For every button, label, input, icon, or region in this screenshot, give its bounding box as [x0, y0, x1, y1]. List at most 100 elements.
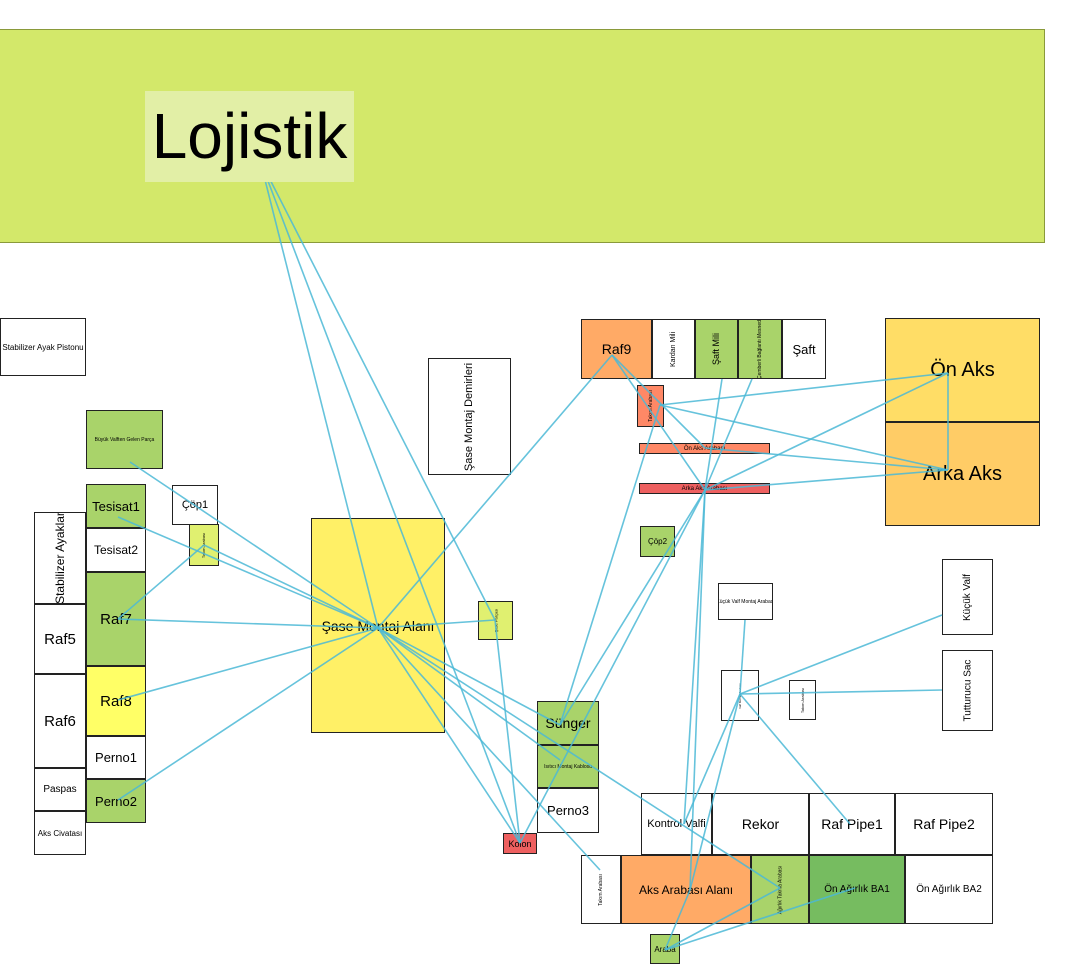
box-perno3[interactable]: Perno3	[537, 788, 599, 833]
box-tutturucu-sac[interactable]: Tutturucu Sac	[942, 650, 993, 731]
box-label: Büyük Valften Gelen Parça	[94, 436, 155, 443]
box-perno2[interactable]: Perno2	[86, 779, 146, 823]
box-label: Aks Civatası	[37, 828, 83, 838]
box-saft-mili[interactable]: Şaft Mili	[695, 319, 738, 379]
box-perno1[interactable]: Perno1	[86, 736, 146, 779]
box-stabilizer-ayaklar[interactable]: Stabilizer Ayaklar	[34, 512, 86, 604]
box-label: Raf6	[44, 712, 76, 730]
box-label: Kontrol Valfi	[647, 818, 706, 830]
link-lojistik-to-kolon	[259, 159, 521, 844]
box-sase-montaj-alani[interactable]: Şase Montaj Alanı	[311, 518, 445, 733]
box-paspas[interactable]: Paspas	[34, 768, 86, 811]
box-label: Şase Parçası	[492, 608, 498, 633]
link-sase-parcasi-to-kolon	[494, 619, 521, 844]
box-raf6[interactable]: Raf6	[34, 674, 86, 768]
box-takim-arabasi-right[interactable]: Takım Arabası	[789, 680, 816, 720]
box-label: Raf9	[601, 341, 632, 357]
box-label: Şase Montaj Demirleri	[463, 362, 476, 471]
box-kucuk-valf[interactable]: Küçük Valf	[942, 559, 993, 635]
link-cemberli-baglanti-to-arka-aks-arabasi	[704, 378, 753, 491]
box-label: Stabilizer Ayaklar	[53, 512, 68, 604]
box-stabilizer-ayak-pistonu[interactable]: Stabilizer Ayak Pistonu	[0, 318, 86, 376]
box-on-aks-arabasi[interactable]: Ön Aks Arabası	[639, 443, 770, 454]
box-label: Arka Aks Arabası	[681, 485, 728, 492]
box-label: Sünger	[545, 715, 591, 731]
box-label: Tutturucu Sac	[962, 659, 974, 722]
box-rekor[interactable]: Rekor	[712, 793, 809, 855]
box-label: Küçük Valf Montaj Arabası	[718, 598, 773, 605]
box-label: Ön Ağırlık BA2	[916, 884, 982, 895]
box-kardan-mili[interactable]: Kardan Mili	[652, 319, 695, 379]
box-raf-pipe2[interactable]: Raf Pipe2	[895, 793, 993, 855]
box-label: Ağırlık Takma Arabası	[776, 865, 783, 914]
box-arka-aks-arabasi[interactable]: Arka Aks Arabası	[639, 483, 770, 494]
link-center-cart-to-kucuk-valf	[739, 614, 943, 695]
box-kolon[interactable]: Kolon	[503, 833, 537, 854]
box-on-agirlik-ba1[interactable]: Ön Ağırlık BA1	[809, 855, 905, 924]
box-label: Şase Montaj Alanı	[321, 617, 435, 634]
box-kontrol-valfi[interactable]: Kontrol Valfi	[641, 793, 712, 855]
box-takim-arabasi-top[interactable]: Takım Arabası	[637, 385, 664, 427]
box-sunger[interactable]: Sünger	[537, 701, 599, 745]
box-label: Isıtıcı Montaj Kablosu	[544, 763, 592, 770]
box-label: Tesisat1	[92, 498, 140, 514]
box-label: Ön Ağırlık BA1	[824, 884, 890, 895]
box-cop1[interactable]: Çöp1	[172, 485, 218, 525]
box-label: Çemberli Bağlantı Mesnedi	[757, 319, 763, 379]
box-aks-arabasi-alani[interactable]: Aks Arabası Alanı	[621, 855, 751, 924]
box-takim-arabasi-bottom[interactable]: Takım Arabası	[581, 855, 621, 924]
box-buyuk-valften-gelen-parca[interactable]: Büyük Valften Gelen Parça	[86, 410, 163, 469]
box-label: Takım Arabası	[201, 532, 207, 558]
box-label: Valf Montaj Arabası	[737, 682, 742, 709]
box-label: Stabilizer Ayak Pistonu	[2, 342, 84, 352]
box-label: Ön Aks Arabası	[683, 445, 726, 452]
box-label: Kolon	[508, 838, 532, 849]
link-center-cart-to-tutturucu-sac	[739, 689, 943, 695]
box-cemberli-baglanti[interactable]: Çemberli Bağlantı Mesnedi	[738, 319, 782, 379]
box-sase-parcasi[interactable]: Şase Parçası	[478, 601, 513, 640]
box-saft[interactable]: Şaft	[782, 319, 826, 379]
box-raf8[interactable]: Raf8	[86, 666, 146, 736]
box-on-aks[interactable]: Ön Aks	[885, 318, 1040, 422]
box-raf-pipe1[interactable]: Raf Pipe1	[809, 793, 895, 855]
box-label: Raf8	[100, 692, 132, 710]
box-label: Raf Pipe1	[821, 816, 883, 832]
box-label: Raf Pipe2	[913, 816, 975, 832]
box-label: Kardan Mili	[669, 331, 677, 367]
link-arka-aks-arabasi-to-kontrol-valfi	[683, 489, 706, 825]
box-label: Takım Arabası	[647, 390, 654, 422]
box-label: Çöp2	[647, 537, 668, 546]
box-tesisat2[interactable]: Tesisat2	[86, 528, 146, 572]
box-araba[interactable]: Araba	[650, 934, 680, 964]
box-label: Takım Arabası	[800, 687, 805, 713]
box-raf7[interactable]: Raf7	[86, 572, 146, 666]
box-label: Aks Arabası Alanı	[638, 882, 734, 897]
box-aks-civatasi[interactable]: Aks Civatası	[34, 811, 86, 855]
box-label: Araba	[654, 944, 676, 954]
link-saft-mili-to-arka-aks-arabasi	[704, 378, 723, 491]
box-label: Perno3	[547, 803, 589, 818]
box-label: Küçük Valf	[962, 573, 973, 621]
box-sase-montaj-demirleri[interactable]: Şase Montaj Demirleri	[428, 358, 511, 475]
box-label: Takım Arabası	[598, 873, 604, 906]
box-arka-aks[interactable]: Arka Aks	[885, 422, 1040, 526]
box-label: Raf7	[100, 610, 132, 628]
box-raf9[interactable]: Raf9	[581, 319, 652, 379]
box-label: Ön Aks	[930, 358, 995, 381]
box-center-cart[interactable]: Valf Montaj Arabası	[721, 670, 759, 721]
box-on-agirlik-ba2[interactable]: Ön Ağırlık BA2	[905, 855, 993, 924]
box-label: Raf5	[44, 630, 76, 648]
box-takim-arabasi-left[interactable]: Takım Arabası	[189, 524, 219, 566]
box-cop2[interactable]: Çöp2	[640, 526, 675, 557]
link-arka-aks-arabasi-to-sunger	[559, 489, 706, 726]
box-isitici-montaj-kablosu[interactable]: Isıtıcı Montaj Kablosu	[537, 745, 599, 788]
box-raf5[interactable]: Raf5	[34, 604, 86, 674]
box-tesisat1[interactable]: Tesisat1	[86, 484, 146, 528]
box-label: Şaft	[792, 341, 816, 357]
box-agirlik-takma-arabasi[interactable]: Ağırlık Takma Arabası	[751, 855, 809, 924]
box-label: Arka Aks	[923, 462, 1002, 485]
lojistik-title: Lojistik	[145, 91, 354, 182]
box-label: Rekor	[741, 816, 780, 832]
box-kucuk-valf-montaj-arabasi[interactable]: Küçük Valf Montaj Arabası	[718, 583, 773, 620]
